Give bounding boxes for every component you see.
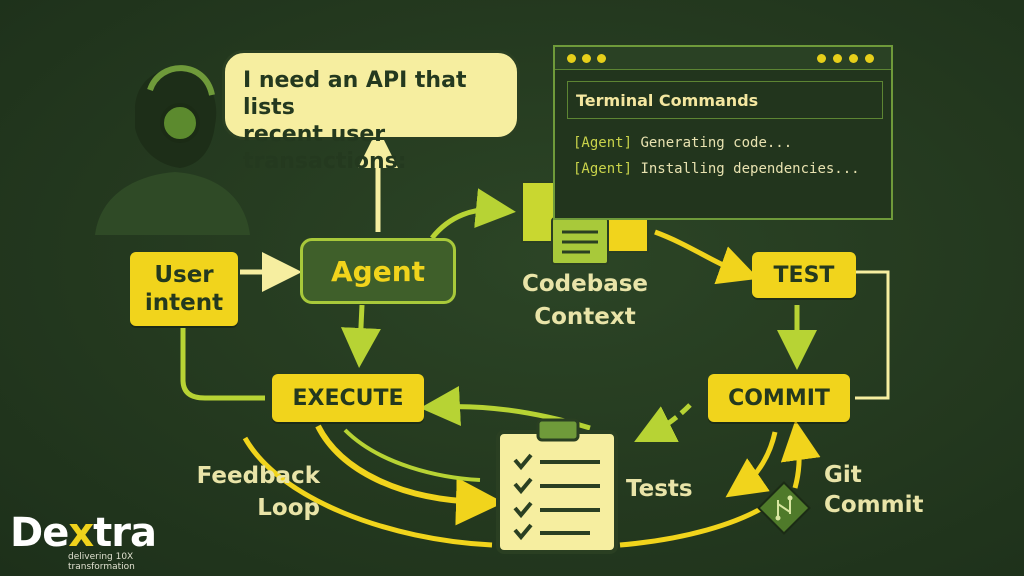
brand-wordmark: Dextra (10, 510, 190, 556)
terminal-titlebar (555, 47, 891, 70)
terminal-window: Terminal Commands [Agent] Generating cod… (553, 45, 893, 220)
git-icon (757, 481, 811, 535)
window-dot-icon (582, 54, 591, 63)
brand-part: De (10, 510, 69, 556)
tests-clipboard-icon (496, 418, 618, 554)
codebase-line-1: Codebase (521, 271, 649, 297)
brand-part: tra (93, 510, 157, 556)
execute-label: EXECUTE (292, 385, 404, 411)
execute-node: EXECUTE (272, 374, 424, 422)
feedback-line-2: Loop (257, 495, 320, 521)
window-dot-icon (567, 54, 576, 63)
terminal-line-tag: [Agent] (573, 135, 633, 151)
terminal-line: [Agent] Installing dependencies... (573, 161, 860, 177)
terminal-line: [Agent] Generating code... (573, 135, 792, 151)
commit-node: COMMIT (708, 374, 850, 422)
git-line-2: Commit (824, 492, 924, 518)
user-intent-line-1: User (154, 262, 214, 288)
brand-x: x (68, 510, 94, 556)
commit-label: COMMIT (728, 385, 830, 411)
tests-label: Tests (626, 476, 693, 502)
speech-bubble: I need an API that lists recent user tra… (222, 50, 520, 174)
test-node: TEST (752, 252, 856, 298)
feedback-line-1: Feedback (196, 463, 320, 489)
git-line-1: Git (824, 462, 862, 488)
feedback-loop-label: Feedback Loop (170, 460, 320, 524)
terminal-title: Terminal Commands (567, 81, 883, 119)
codebase-line-2: Context (534, 304, 636, 330)
window-dot-icon (865, 54, 874, 63)
dextra-logo: Dextra delivering 10X transformation (10, 510, 190, 572)
speech-line-1: I need an API that lists (243, 68, 467, 120)
terminal-line-text: Generating code... (632, 135, 793, 151)
user-intent-node: User intent (130, 252, 238, 326)
terminal-line-text: Installing dependencies... (632, 161, 860, 177)
window-dot-icon (849, 54, 858, 63)
agent-node: Agent (300, 238, 456, 304)
user-intent-line-2: intent (144, 290, 224, 316)
terminal-line-tag: [Agent] (573, 161, 633, 177)
brand-tagline: delivering 10X transformation (68, 552, 135, 572)
agent-label: Agent (330, 254, 426, 288)
git-commit-label: Git Commit (824, 460, 934, 520)
codebase-context-label: Codebase Context (510, 268, 660, 334)
user-avatar-icon (95, 65, 250, 235)
speech-line-2: recent user transactions: (243, 122, 407, 174)
window-dot-icon (817, 54, 826, 63)
window-dot-icon (597, 54, 606, 63)
test-label: TEST (773, 262, 835, 288)
window-dot-icon (833, 54, 842, 63)
